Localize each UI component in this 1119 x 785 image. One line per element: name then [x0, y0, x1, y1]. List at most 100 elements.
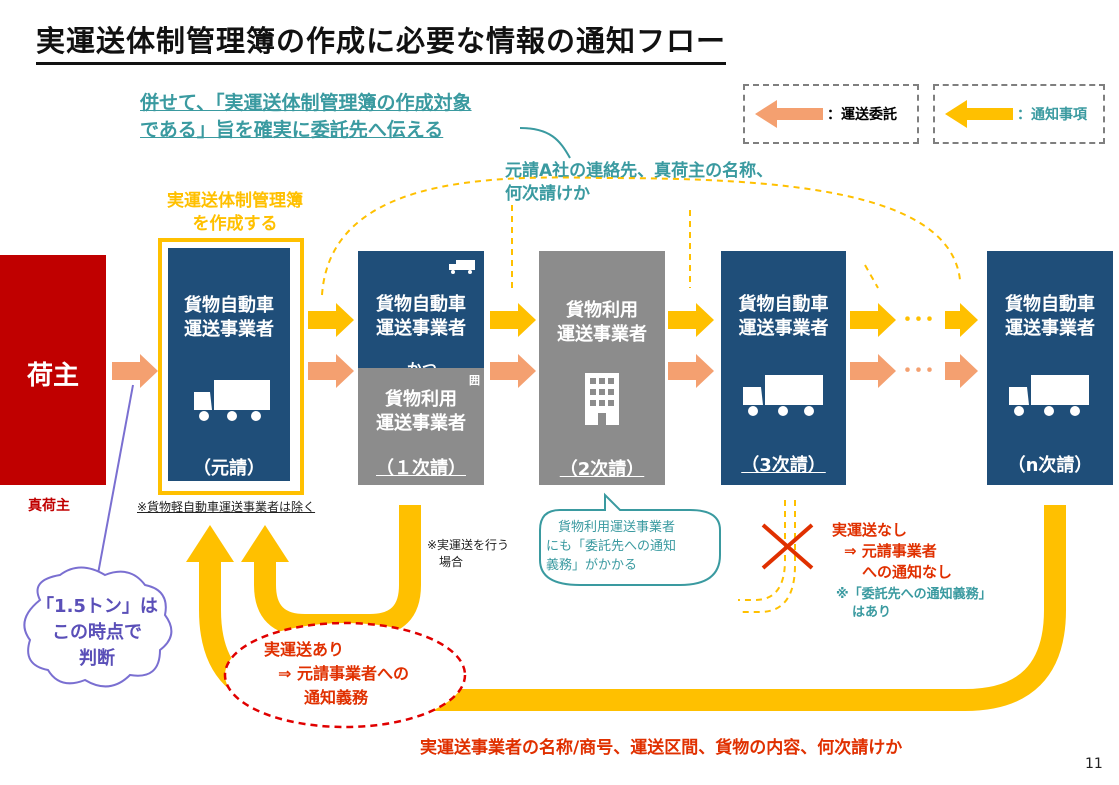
notice-info-line2: 何次請けか: [505, 184, 590, 204]
notify-ellipsis: ･･･: [902, 308, 935, 333]
no-actual-line4: ※「委託先への通知義務」: [836, 587, 992, 602]
building-mini-icon: 囲: [469, 374, 480, 387]
notify-arrow-5: [945, 303, 978, 337]
first-box-top: 貨物自動車 運送事業者: [358, 251, 484, 368]
notify-arrow-4: [850, 303, 896, 337]
notice-info-line1: 元請A社の連絡先、真荷主の名称、: [505, 161, 774, 181]
teal-bubble-shape: [539, 492, 721, 586]
actual-note-line2: 場合: [439, 555, 464, 569]
oval-line2: ⇒ 元請事業者への: [278, 664, 409, 683]
nth-box: 貨物自動車 運送事業者 （n次請）: [987, 251, 1113, 485]
create-ledger-line2: を作成する: [192, 214, 278, 234]
legend-consign: ：運送委託: [743, 84, 919, 144]
cloud-line1: 「1.5トン」は: [36, 596, 158, 617]
bottom-info: 実運送事業者の名称/商号、運送区間、貨物の内容、何次請けか: [420, 738, 903, 758]
consign-ellipsis: ･･･: [902, 359, 935, 384]
top-note-line2: である」旨を確実に委託先へ伝える: [140, 119, 444, 141]
create-ledger-line1: 実運送体制管理簿: [167, 191, 303, 211]
first-line3: 貨物利用: [385, 389, 457, 410]
prime-tier: （元請）: [193, 458, 265, 479]
third-tier: （3次請）: [741, 455, 826, 476]
return-loop-inner-head: [241, 525, 289, 562]
create-ledger-label: 実運送体制管理簿 を作成する: [150, 190, 320, 236]
no-notice-dashed-path: [738, 500, 786, 601]
oval-line1: 実運送あり: [264, 640, 345, 659]
consign-arrow-6: [945, 354, 978, 388]
notify-arrow-2: [490, 303, 536, 337]
truck-icon: [1009, 375, 1089, 416]
consign-arrow-3: [490, 354, 536, 388]
prime-line2: 運送事業者: [184, 319, 274, 340]
notice-dashed-arc: [321, 176, 961, 296]
return-loop-inner: [254, 505, 421, 636]
salmon-arrow-icon: [755, 100, 823, 128]
first-tier: （１次請）: [376, 458, 466, 479]
legend-notify-label: ：通知事項: [1017, 107, 1087, 123]
oval-line3: 通知義務: [304, 688, 369, 707]
small-truck-icon: [449, 260, 475, 274]
consign-arrow-5: [850, 354, 896, 388]
notice-dashed-drop-3: [864, 264, 879, 289]
first-line4: 運送事業者: [376, 413, 466, 434]
shipper-caption: 真荷主: [28, 498, 70, 514]
shipper-box: 荷主: [0, 255, 106, 485]
yellow-arrow-icon: [945, 100, 1013, 128]
truck-icon: [194, 380, 270, 421]
no-actual-line3: への通知なし: [862, 563, 953, 581]
top-note-line1: 併せて、「実運送体制管理簿の作成対象: [140, 92, 472, 114]
oval-shape: [223, 621, 467, 729]
prime-line1: 貨物自動車: [184, 295, 274, 316]
page-number: 11: [1085, 756, 1103, 772]
teal-bubble-line1: 貨物利用運送事業者: [558, 520, 676, 535]
second-tier: （2次請）: [559, 459, 645, 480]
no-actual-note: 実運送なし ⇒ 元請事業者 への通知なし: [832, 520, 952, 583]
consign-arrow-4: [668, 354, 714, 388]
note-pointer: [519, 127, 571, 159]
legend-consign-label: ：運送委託: [827, 107, 897, 123]
return-loop-outer-head: [186, 525, 234, 562]
teal-bubble-line3: 義務」がかかる: [546, 558, 638, 573]
no-actual-line5: はあり: [852, 605, 892, 620]
cloud-note: 「1.5トン」は この時点で 判断: [22, 594, 172, 672]
actual-note: ※実運送を行う 場合: [427, 537, 509, 571]
return-loop-outer: [199, 505, 1066, 711]
nth-line2: 運送事業者: [1005, 318, 1095, 339]
notify-arrow-1: [308, 303, 354, 337]
exclude-note: ※貨物軽自動車運送事業者は除く: [137, 500, 316, 514]
second-box: 貨物利用 運送事業者 （2次請）: [539, 251, 665, 485]
no-actual-line2: ⇒ 元請事業者: [844, 542, 937, 560]
notice-info: 元請A社の連絡先、真荷主の名称、 何次請けか: [505, 160, 773, 206]
third-line2: 運送事業者: [738, 318, 829, 339]
no-actual-sub: ※「委託先への通知義務」 はあり: [836, 586, 992, 622]
nth-line1: 貨物自動車: [1005, 294, 1095, 315]
cloud-line3: 判断: [79, 648, 115, 669]
truck-icon: [743, 375, 823, 416]
prime-highlight: [158, 238, 304, 495]
notify-arrow-3: [668, 303, 714, 337]
legend-notify: ：通知事項: [933, 84, 1105, 144]
top-note: 併せて、「実運送体制管理簿の作成対象 である」旨を確実に委託先へ伝える: [140, 90, 472, 144]
first-line1: 貨物自動車: [376, 294, 466, 315]
second-line2: 運送事業者: [557, 324, 647, 345]
consign-arrow-2: [308, 354, 354, 388]
shipper-label: 荷主: [26, 361, 79, 391]
oval-note: 実運送あり ⇒ 元請事業者への 通知義務: [264, 638, 409, 710]
page-title: 実運送体制管理簿の作成に必要な情報の通知フロー: [36, 18, 727, 65]
consign-arrow-1: [112, 354, 158, 388]
no-actual-line1: 実運送なし: [832, 521, 908, 539]
third-line1: 貨物自動車: [738, 294, 829, 315]
building-icon: [585, 373, 619, 425]
first-line2: 運送事業者: [376, 318, 466, 339]
first-box-bottom: 囲 貨物利用 運送事業者 （１次請）: [358, 368, 484, 485]
prime-box: 貨物自動車 運送事業者 （元請）: [168, 248, 290, 481]
teal-bubble: 貨物利用運送事業者 にも「委託先への通知 義務」がかかる: [546, 518, 716, 575]
third-box: 貨物自動車 運送事業者 （3次請）: [721, 251, 846, 485]
actual-note-line1: ※実運送を行う: [427, 538, 510, 552]
cloud-pointer: [94, 384, 134, 591]
nth-tier: （n次請）: [1007, 455, 1093, 476]
teal-bubble-line2: にも「委託先への通知: [546, 539, 677, 554]
cloud-line2: この時点で: [52, 622, 142, 643]
second-line1: 貨物利用: [566, 300, 638, 321]
cloud-shape: [23, 566, 173, 688]
